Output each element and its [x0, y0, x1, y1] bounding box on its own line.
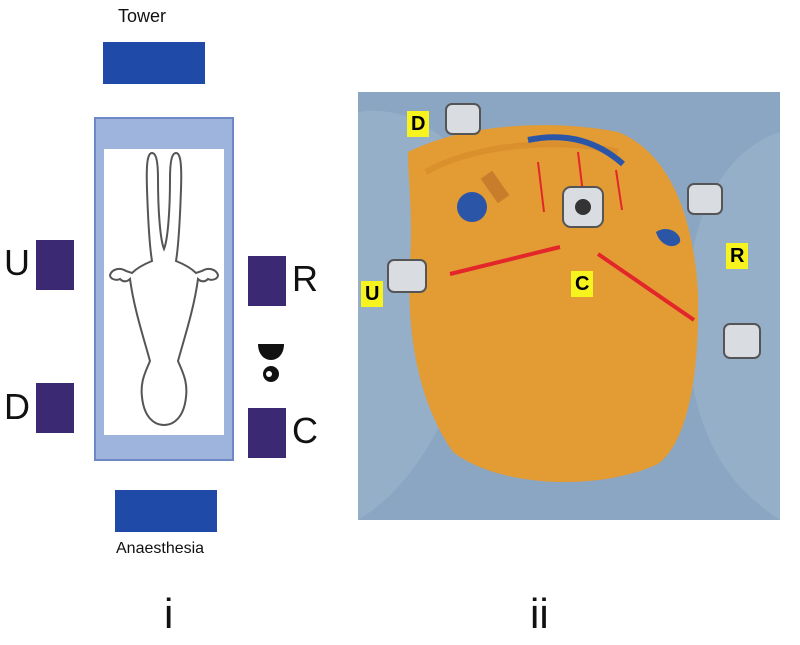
port-tag-r: R — [726, 243, 748, 269]
anaesthesia-block — [115, 490, 217, 532]
operating-table — [94, 117, 234, 461]
panel-i-label: i — [164, 590, 173, 638]
patient-outline-icon — [104, 149, 224, 435]
station-c-label: C — [292, 410, 318, 452]
station-c-block — [248, 408, 286, 458]
panel-ii-label: ii — [530, 590, 549, 638]
station-r-label: R — [292, 258, 318, 300]
table-surface — [104, 149, 224, 435]
port-tag-c: C — [571, 271, 593, 297]
station-d-label: D — [4, 386, 30, 428]
port-tag-d: D — [407, 111, 429, 137]
tower-label: Tower — [118, 6, 166, 27]
port-tag-u: U — [361, 281, 383, 307]
surgical-photo — [358, 92, 780, 520]
anaesthesia-label: Anaesthesia — [116, 540, 204, 558]
surgeon-icon — [256, 340, 286, 390]
tower-block — [103, 42, 205, 84]
station-u-label: U — [4, 242, 30, 284]
station-u-block — [36, 240, 74, 290]
station-r-block — [248, 256, 286, 306]
station-d-block — [36, 383, 74, 433]
